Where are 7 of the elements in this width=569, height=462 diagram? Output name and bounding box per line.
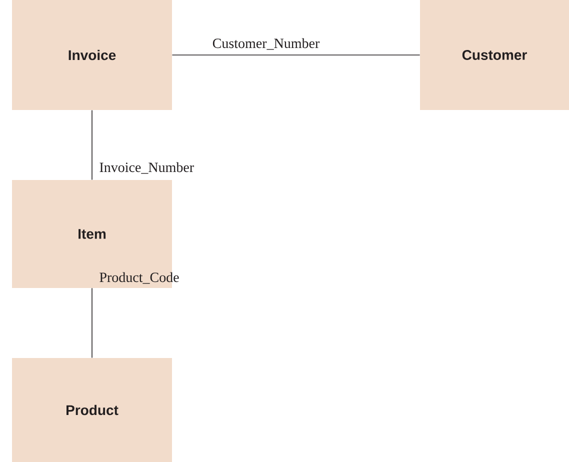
- entity-box: Customer: [420, 0, 569, 110]
- entity-box: Invoice: [12, 0, 172, 110]
- entity-box: Product: [12, 358, 172, 462]
- edge-label: Invoice_Number: [100, 162, 194, 174]
- edge-label: Customer_Number: [212, 38, 320, 50]
- connector-line: [172, 54, 420, 56]
- edge-label: Product_Code: [100, 272, 179, 284]
